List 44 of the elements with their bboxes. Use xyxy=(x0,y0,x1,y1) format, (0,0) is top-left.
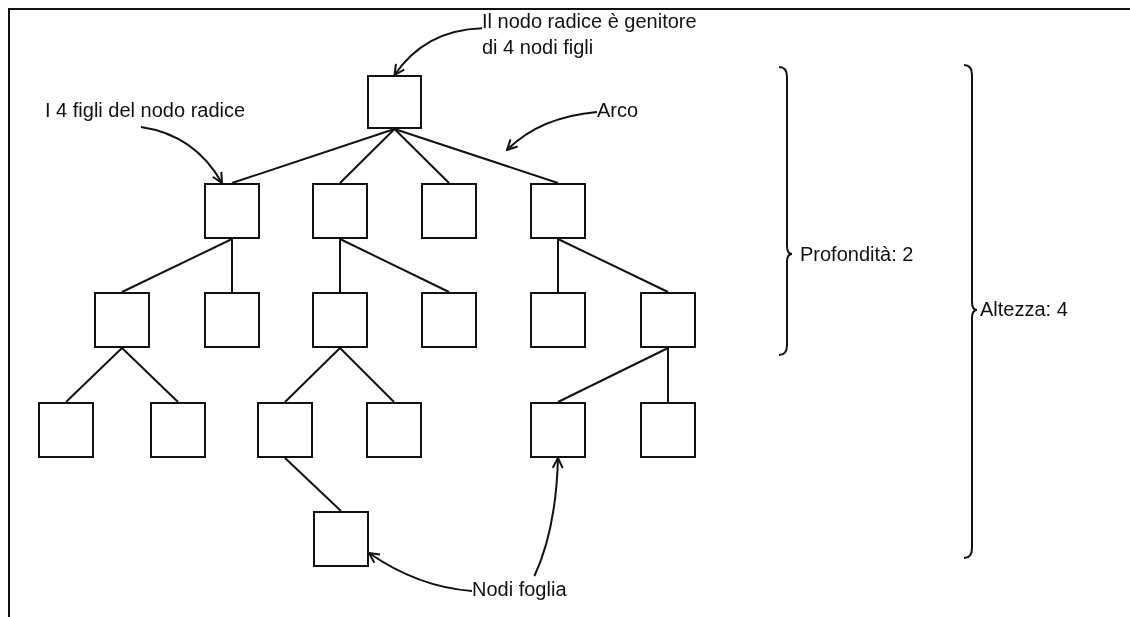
annotation-text: Nodi foglia xyxy=(472,576,602,602)
tree-node-box xyxy=(94,292,150,348)
tree-edge-line xyxy=(339,238,341,293)
tree-edge-line xyxy=(557,347,669,403)
tree-edge-line xyxy=(393,128,559,184)
tree-edge-line xyxy=(667,347,669,403)
tree-node-box xyxy=(640,402,696,458)
tree-edge-line xyxy=(557,238,669,293)
tree-node-box xyxy=(313,511,369,567)
tree-node-box xyxy=(312,183,368,239)
tree-node-box xyxy=(204,183,260,239)
tree-edge-line xyxy=(65,347,123,403)
tree-edge-line xyxy=(557,238,559,293)
leader-arrow xyxy=(533,457,564,577)
tree-node-box xyxy=(204,292,260,348)
tree-edge-line xyxy=(284,457,342,512)
tree-edge-line xyxy=(121,238,233,293)
tree-edge-line xyxy=(231,128,396,184)
tree-edge-line xyxy=(284,347,341,403)
tree-node-box xyxy=(38,402,94,458)
tree-edge-line xyxy=(231,238,233,293)
tree-node-box xyxy=(421,292,477,348)
tree-node-box xyxy=(640,292,696,348)
tree-node-box xyxy=(150,402,206,458)
tree-node-box xyxy=(366,402,422,458)
tree-edge-line xyxy=(339,128,396,184)
tree-node-box xyxy=(367,75,422,129)
leader-arrow xyxy=(506,111,598,151)
tree-node-box xyxy=(257,402,313,458)
tree-edge-line xyxy=(393,128,450,184)
tree-node-box xyxy=(312,292,368,348)
leader-arrow xyxy=(393,27,483,76)
annotation-text: I 4 figli del nodo radice xyxy=(45,97,345,123)
annotation-text: Arco xyxy=(597,97,653,123)
tree-edge-line xyxy=(121,347,179,403)
tree-node-box xyxy=(530,292,586,348)
tree-node-box xyxy=(421,183,477,239)
annotation-text: Il nodo radice è genitore di 4 nodi figli xyxy=(482,8,714,60)
leader-arrow xyxy=(368,552,473,592)
leader-arrow xyxy=(140,126,223,184)
tree-node-box xyxy=(530,183,586,239)
tree-edge-line xyxy=(339,238,450,293)
tree-edge-line xyxy=(339,347,395,403)
tree-node-box xyxy=(530,402,586,458)
